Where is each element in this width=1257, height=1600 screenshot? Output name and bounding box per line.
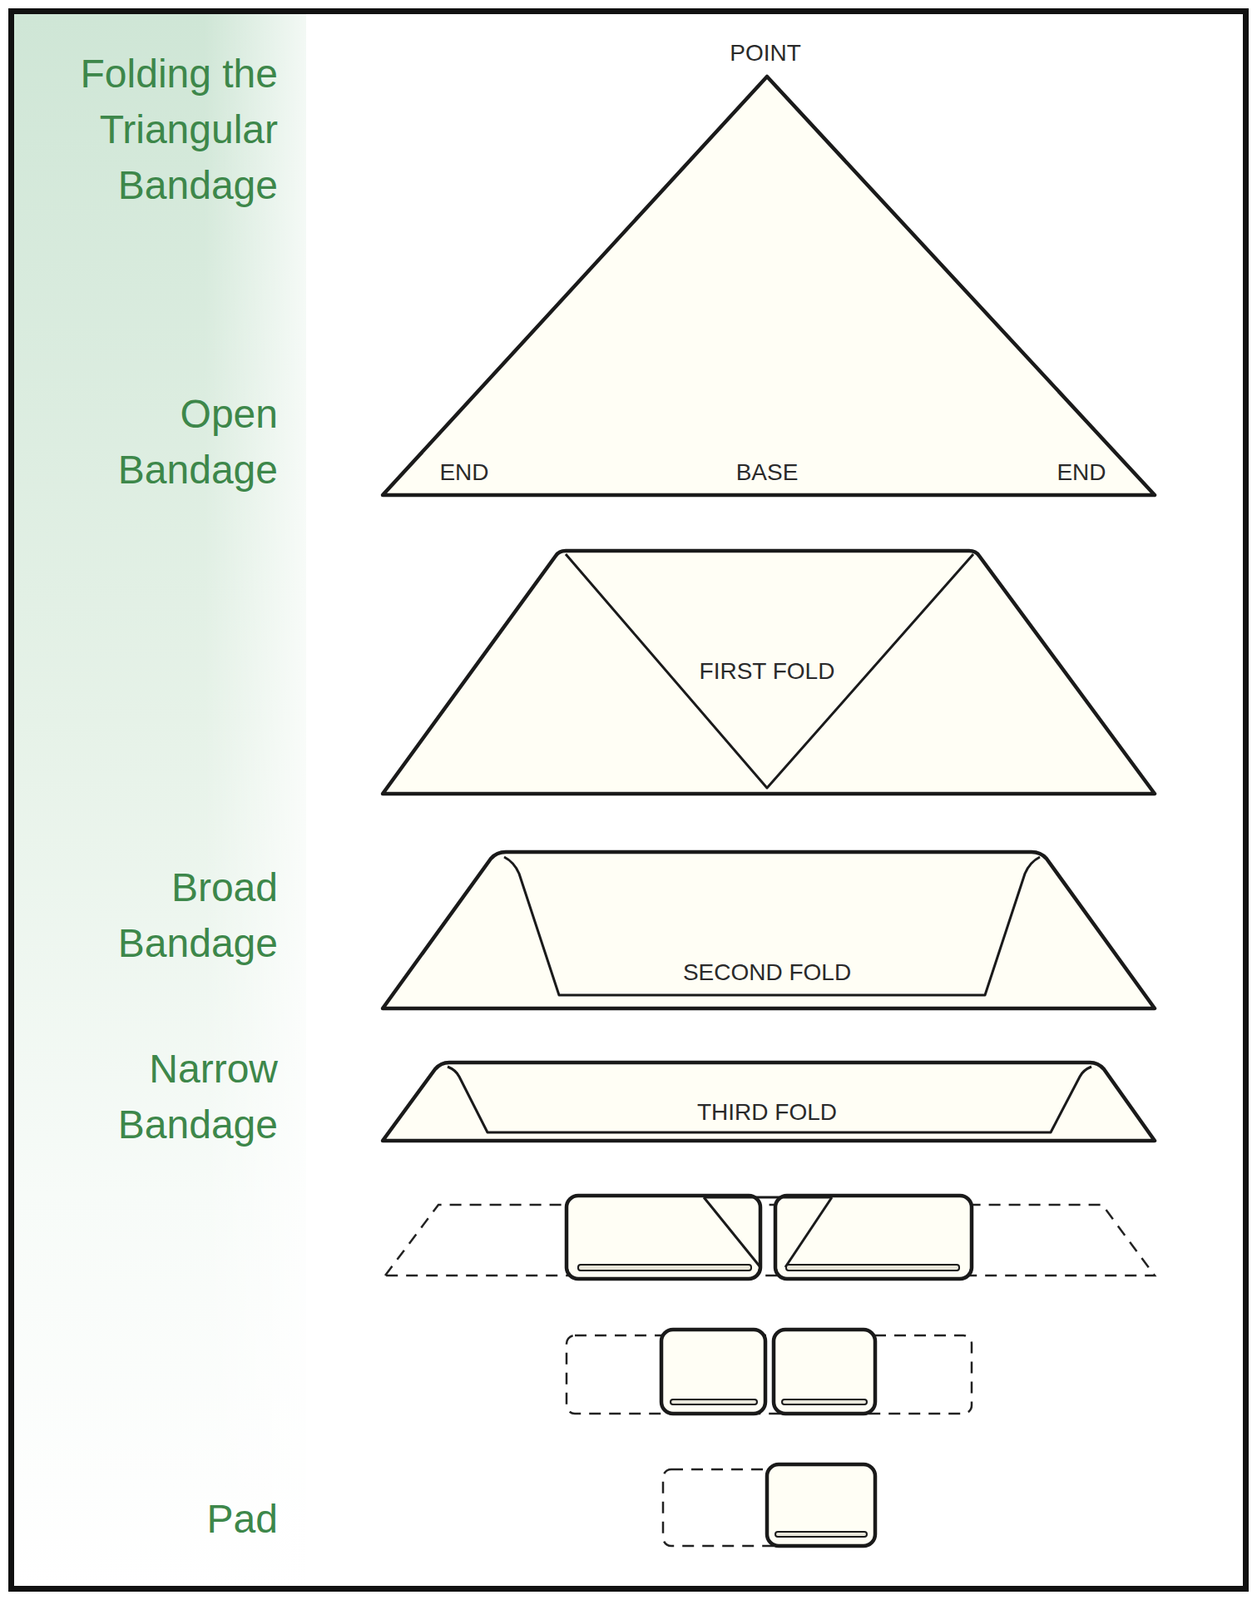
folded-bandage (773, 1329, 876, 1414)
fold-line (447, 1066, 1092, 1133)
fold-edge (786, 1264, 960, 1271)
shape-label: END (1056, 460, 1106, 485)
bandage-shape: POINT END BASE END (366, 33, 1173, 508)
diagram-title: Folding the Triangular Bandage (28, 45, 278, 213)
shape-outline (366, 33, 1173, 508)
shape-label: FIRST FOLD (699, 658, 836, 684)
folded-bandage (661, 1329, 766, 1414)
outline-path (382, 76, 1155, 495)
fold-line (703, 1196, 832, 1199)
fold-line (504, 856, 1040, 995)
fold-edge (578, 1264, 752, 1271)
shape-label: SECOND FOLD (682, 960, 852, 985)
shape-label: END (439, 460, 489, 485)
step-label: Broad Bandage (28, 859, 278, 971)
side-panel (14, 14, 307, 1586)
step-label: Open Bandage (28, 386, 278, 498)
shape-label: BASE (736, 460, 799, 485)
bandage-shape: THIRD FOLD (366, 1052, 1173, 1153)
fold-line (785, 1197, 832, 1267)
fold-line (703, 1197, 761, 1267)
step-label: Pad (28, 1490, 278, 1547)
bandage-shape: FIRST FOLD (366, 540, 1173, 807)
pad (767, 1464, 876, 1546)
dashed-outline (566, 1335, 972, 1414)
fold-edge (781, 1399, 867, 1405)
shape-label: POINT (729, 40, 802, 66)
bandage-shape: SECOND FOLD (366, 840, 1173, 1020)
outline-path (382, 550, 1155, 794)
fold-edge (670, 1399, 758, 1405)
shape-outline (366, 840, 1173, 1020)
dashed-outline (385, 1204, 1155, 1276)
fold-edge (775, 1531, 867, 1537)
step-label: Narrow Bandage (28, 1040, 278, 1153)
outline-path (382, 1062, 1155, 1141)
shape-label: THIRD FOLD (697, 1099, 837, 1125)
outline-path (382, 851, 1155, 1009)
rolled-bandage (566, 1195, 761, 1279)
rolled-bandage (775, 1195, 972, 1279)
fold-line (565, 554, 974, 788)
